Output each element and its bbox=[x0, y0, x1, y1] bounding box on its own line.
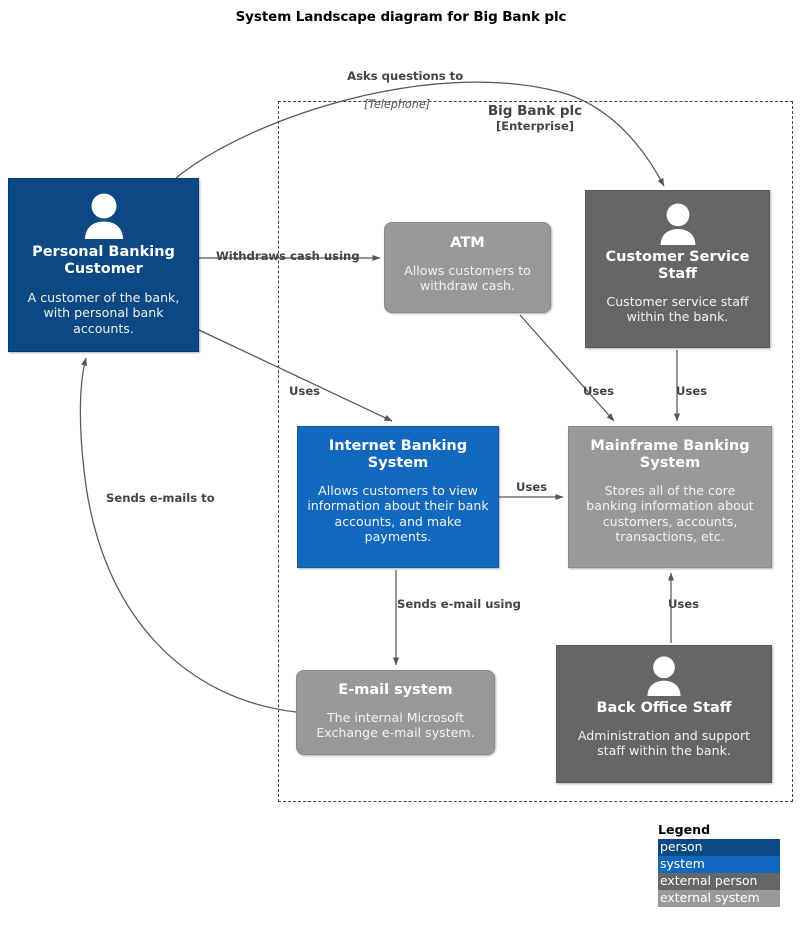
edge-label-uses-css-mainframe: Uses bbox=[676, 384, 708, 399]
person-icon bbox=[647, 656, 681, 696]
person-icon bbox=[84, 193, 123, 239]
edge-label-text: Asks questions to bbox=[347, 68, 464, 83]
legend-item-label: external person bbox=[660, 872, 758, 888]
node-name: Internet Banking System bbox=[328, 438, 468, 471]
edge-label-text: Withdraws cash using bbox=[216, 249, 360, 263]
edge-label-text: Sends e-mail using bbox=[397, 597, 521, 611]
node-back-office-staff[interactable]: Back Office Staff Administration and sup… bbox=[556, 645, 772, 783]
node-name: Back Office Staff bbox=[596, 700, 732, 716]
node-internet-banking-system[interactable]: Internet Banking System Allows customers… bbox=[297, 426, 499, 568]
edge-label-text: Uses bbox=[668, 597, 700, 611]
node-description: A customer of the bank, with personal ba… bbox=[27, 289, 180, 336]
edge-sends-emails-to bbox=[79, 357, 297, 713]
edge-label-sends-emails-to: Sends e-mails to bbox=[106, 491, 215, 506]
edge-label-sends-email-using: Sends e-mail using bbox=[397, 597, 521, 612]
legend: Legend person system external person ext… bbox=[658, 822, 780, 907]
node-mainframe-banking-system[interactable]: Mainframe Banking System Stores all of t… bbox=[568, 426, 772, 568]
node-description: Administration and support staff within … bbox=[577, 727, 751, 759]
edge-label-text: Uses bbox=[676, 384, 708, 398]
node-atm[interactable]: ATM Allows customers to withdraw cash. bbox=[384, 222, 551, 313]
legend-item-label: system bbox=[660, 855, 705, 871]
person-icon bbox=[660, 203, 695, 245]
legend-item-external-person: external person bbox=[658, 872, 780, 890]
node-description: Allows customers to withdraw cash. bbox=[404, 262, 531, 294]
edge-label-text: Uses bbox=[516, 480, 548, 494]
node-description: Allows customers to view information abo… bbox=[307, 482, 489, 544]
edge-label-text: Sends e-mails to bbox=[106, 491, 215, 505]
node-name: Mainframe Banking System bbox=[590, 438, 750, 471]
edge-label-asks-questions-to: Asks questions to [Telephone] bbox=[331, 56, 463, 139]
node-personal-banking-customer[interactable]: Personal Banking Customer A customer of … bbox=[8, 178, 199, 352]
node-description: Customer service staff within the bank. bbox=[606, 293, 749, 325]
edge-label-uses-bos-mainframe: Uses bbox=[668, 597, 700, 612]
node-customer-service-staff[interactable]: Customer Service Staff Customer service … bbox=[585, 190, 770, 348]
legend-title: Legend bbox=[658, 822, 711, 837]
legend-item-system: system bbox=[658, 855, 780, 873]
node-name: ATM bbox=[450, 235, 485, 251]
node-name: E-mail system bbox=[338, 682, 453, 698]
edge-label-technology: [Telephone] bbox=[364, 97, 431, 111]
node-name: Customer Service Staff bbox=[605, 249, 750, 282]
node-description: Stores all of the core banking informati… bbox=[586, 482, 754, 544]
edge-label-text: Uses bbox=[583, 384, 615, 398]
edge-label-uses-ibs-mainframe: Uses bbox=[516, 480, 548, 495]
legend-item-label: external system bbox=[660, 889, 760, 905]
edge-label-uses-internet-banking: Uses bbox=[289, 384, 321, 399]
node-description: The internal Microsoft Exchange e-mail s… bbox=[316, 709, 475, 741]
edge-label-withdraws-cash-using: Withdraws cash using bbox=[216, 249, 360, 264]
node-name: Personal Banking Customer bbox=[32, 244, 175, 277]
legend-item-person: person bbox=[658, 839, 780, 856]
edge-label-uses-atm-mainframe: Uses bbox=[583, 384, 615, 399]
node-email-system[interactable]: E-mail system The internal Microsoft Exc… bbox=[296, 670, 495, 755]
legend-item-label: person bbox=[660, 839, 703, 854]
legend-item-external-system: external system bbox=[658, 889, 780, 907]
edge-label-text: Uses bbox=[289, 384, 321, 398]
page-title: System Landscape diagram for Big Bank pl… bbox=[235, 9, 567, 25]
